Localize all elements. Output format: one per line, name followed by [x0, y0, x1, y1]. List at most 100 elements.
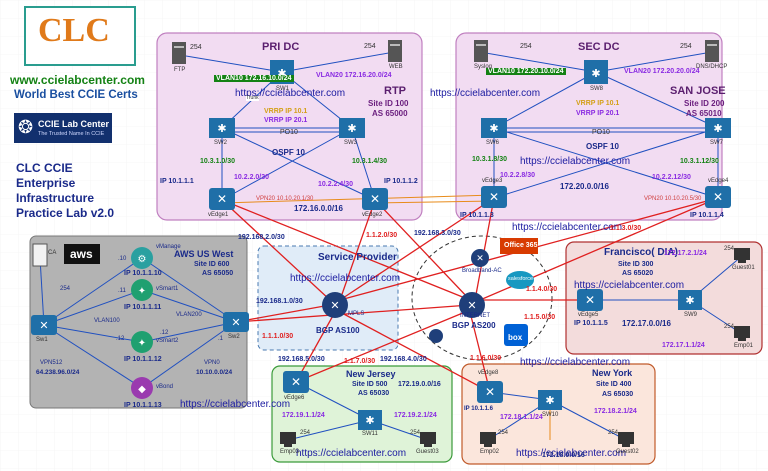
aws-sw2-label: Sw2 — [228, 334, 240, 340]
broadband-router-icon[interactable]: ✕ — [471, 249, 489, 267]
syslog-server-icon[interactable] — [474, 40, 488, 62]
svg-text:✦: ✦ — [138, 338, 146, 349]
sp-link-l8: 1.1.3.0/30 — [610, 225, 642, 232]
francisco-region — [565, 241, 763, 355]
dns-label: DNS/DHCP — [696, 64, 728, 70]
emp03-pc-icon[interactable] — [280, 432, 296, 447]
sw3-switch-icon[interactable]: ✱ — [339, 118, 365, 138]
sw3-label: SW3 — [344, 140, 358, 146]
sw10-label: SW10 — [542, 412, 559, 418]
svg-text:✕: ✕ — [231, 316, 240, 329]
trunk-label: Trunk — [246, 95, 259, 101]
sw2-switch-icon[interactable]: ✱ — [209, 118, 235, 138]
sec-dc-vlan2: VLAN20 172.20.20.0/24 — [624, 68, 700, 75]
dns-server-icon[interactable] — [705, 40, 719, 62]
pri-dc-ospf: OSPF 10 — [272, 148, 305, 157]
office365-icon — [500, 238, 538, 254]
sec-dc-link2: 10.3.1.12/30 — [680, 158, 719, 165]
pri-dc-vlan2: VLAN20 172.16.20.0/24 — [316, 72, 392, 79]
mpls-router-icon[interactable]: ✕ — [322, 292, 348, 318]
globe-seal-icon: ❂ — [18, 117, 34, 137]
aws-dot12b: .12 — [160, 330, 169, 336]
vedge8-icon[interactable]: ✕ — [477, 381, 503, 403]
internet-router-icon[interactable]: ✕ — [459, 292, 485, 318]
aws-sw1-icon[interactable]: ✕ — [31, 315, 57, 335]
box-icon — [504, 324, 528, 346]
new-york-region — [461, 363, 656, 465]
website-link[interactable]: www.ccielabcenter.com — [10, 73, 145, 87]
sw7-switch-icon[interactable]: ✱ — [705, 118, 731, 138]
sw1-label: SW1 — [276, 86, 290, 92]
vbond-icon[interactable]: ◆ — [131, 377, 153, 399]
sp-link-l1: 192.168.1.0/30 — [256, 298, 303, 305]
pri-dc-as: AS 65000 — [372, 109, 408, 118]
guest03-pc-icon[interactable] — [420, 432, 436, 447]
svg-text:✕: ✕ — [489, 190, 499, 204]
emp02-pc-icon[interactable] — [480, 432, 496, 447]
ny-254a: 254 — [498, 430, 509, 436]
svg-text:✕: ✕ — [330, 299, 339, 312]
ca-label: CA — [48, 250, 57, 256]
ny-site-id: Site ID 400 — [596, 381, 632, 388]
vedge4-icon[interactable]: ✕ — [705, 186, 731, 208]
pri-dc-ip1: IP 10.1.1.1 — [160, 178, 194, 185]
sw10-switch-icon[interactable]: ✱ — [538, 390, 562, 410]
nj-title: New Jersey — [346, 369, 396, 379]
ny-subnet: 172.18.0.0/16 — [542, 452, 585, 459]
pri-dc-link1: 10.3.1.0/30 — [200, 158, 236, 165]
sec-dc-name: SAN JOSE — [670, 85, 726, 97]
sw6-label: SW6 — [486, 140, 500, 146]
sw11-switch-icon[interactable]: ✱ — [358, 410, 382, 430]
lab-title-2: Enterprise — [16, 176, 76, 190]
vedge2-icon[interactable]: ✕ — [362, 188, 388, 210]
mpls-label: MPLS — [348, 311, 365, 317]
aws-dot1: .1 — [218, 336, 224, 342]
vedge6-icon[interactable]: ✕ — [283, 371, 309, 393]
ny-lan1: 172.18.1.1/24 — [500, 414, 543, 421]
aws-as: AS 65050 — [202, 270, 234, 277]
guest02-pc-icon[interactable] — [618, 432, 634, 447]
lab-title-1: CLC CCIE — [16, 161, 73, 175]
svg-text:✕: ✕ — [370, 192, 380, 206]
badge-line1: CCIE Lab Center — [38, 119, 110, 129]
pri-dc-site-id: Site ID 100 — [368, 99, 409, 108]
aws-sw2-icon[interactable]: ✕ — [223, 312, 249, 332]
ny-title: New York — [592, 368, 633, 378]
vsmart1-label: vSmart1 — [156, 286, 179, 292]
vedge5-label: vEdge5 — [578, 312, 599, 318]
sw8-switch-icon[interactable]: ✱ — [584, 60, 608, 84]
sec-dc-link4: 10.2.2.12/30 — [652, 174, 691, 181]
sw9-switch-icon[interactable]: ✱ — [678, 290, 702, 310]
emp01-pc-icon[interactable] — [734, 326, 750, 341]
guest03-label: Guest03 — [416, 449, 439, 455]
sp-link-l3: 192.168.3.0/30 — [414, 230, 461, 237]
sec-dc-ip1: IP 10.1.1.3 — [460, 212, 494, 219]
internet-label: INTERNET — [460, 313, 490, 319]
guest01-pc-icon[interactable] — [734, 248, 750, 263]
vedge3-icon[interactable]: ✕ — [481, 186, 507, 208]
svg-text:✱: ✱ — [591, 67, 600, 80]
vedge1-icon[interactable]: ✕ — [209, 188, 235, 210]
web-server-icon[interactable] — [388, 40, 402, 62]
aws-logo — [64, 244, 100, 264]
sec-dc-title: SEC DC — [578, 41, 620, 53]
sw2-label: SW2 — [214, 140, 228, 146]
ca-server-icon[interactable] — [32, 243, 48, 267]
sec-dc-site-id: Site ID 200 — [684, 99, 725, 108]
francisco-as: AS 65020 — [622, 270, 654, 277]
svg-text:✕: ✕ — [291, 375, 301, 389]
pri-dc-name: RTP — [384, 85, 406, 97]
sw6-switch-icon[interactable]: ✱ — [481, 118, 507, 138]
ftp-server-icon[interactable] — [172, 42, 186, 64]
bgp-as100: BGP AS100 — [316, 326, 360, 335]
vedge5-icon[interactable]: ✕ — [577, 289, 603, 311]
vmanage-icon[interactable]: ⚙ — [131, 247, 153, 269]
sec-dc-vpn: VPN20 10.10.20.5/30 — [644, 196, 702, 202]
francisco-254a: 254 — [724, 246, 735, 252]
aws-title: AWS US West — [174, 249, 234, 259]
aws-dot12a: .12 — [116, 336, 125, 342]
vsmart1-icon[interactable]: ✦ — [131, 279, 153, 301]
vsmart2-icon[interactable]: ✦ — [131, 331, 153, 353]
pri-dc-254b: 254 — [364, 43, 376, 50]
